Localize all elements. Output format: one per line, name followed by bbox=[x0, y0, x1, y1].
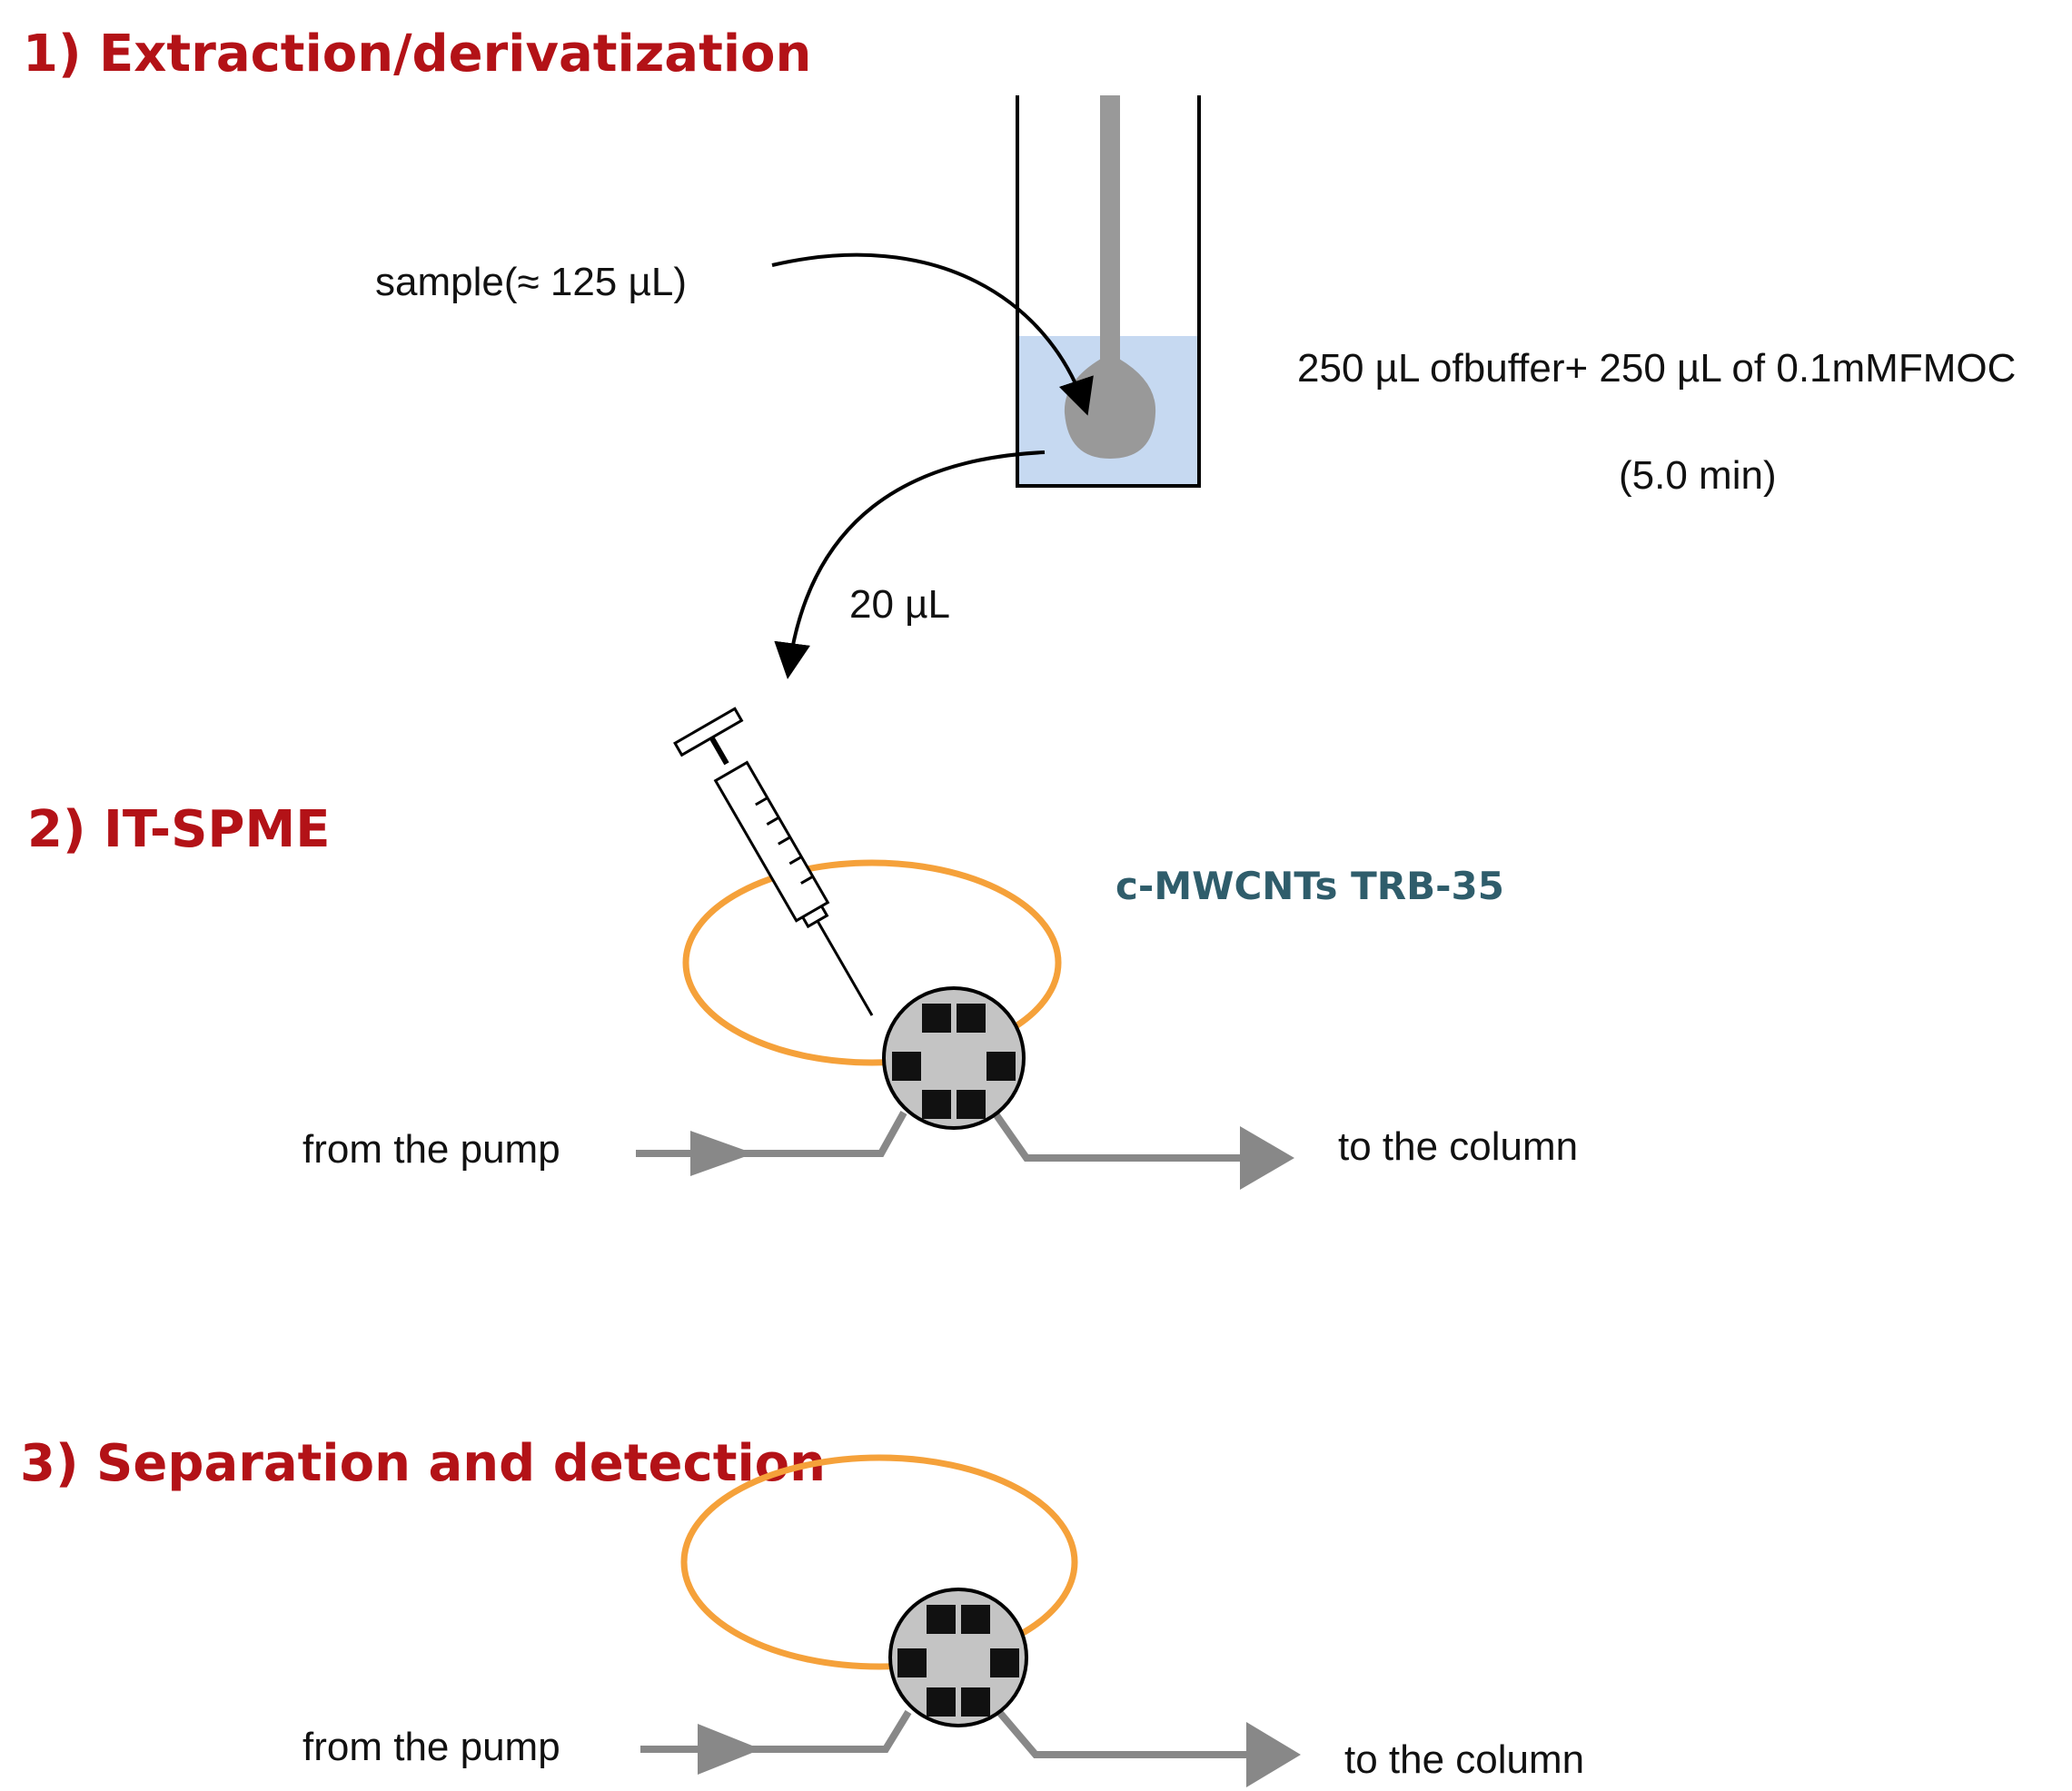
section-heading-extraction: 1) Extraction/derivatization bbox=[23, 25, 811, 84]
injection-valve-inject bbox=[640, 1588, 1301, 1787]
pump-flow-arrow bbox=[698, 1724, 761, 1775]
syringe-plunger-head bbox=[673, 707, 744, 757]
probe-shaft bbox=[1100, 95, 1120, 368]
valve-port bbox=[957, 1004, 986, 1033]
column-label-inject: to the column bbox=[1344, 1737, 1584, 1782]
valve-port bbox=[957, 1090, 986, 1119]
column-flow-arrow bbox=[1240, 1126, 1294, 1190]
injection-valve-load bbox=[636, 986, 1294, 1190]
valve-port bbox=[927, 1687, 956, 1717]
valve-body bbox=[888, 1588, 1028, 1727]
pump-label-load: from the pump bbox=[302, 1127, 560, 1172]
sample-volume-label: sample(≈ 125 µL) bbox=[375, 260, 687, 304]
syringe-needle bbox=[816, 920, 874, 1016]
valve-body bbox=[882, 986, 1026, 1130]
reaction-time-label: (5.0 min) bbox=[1619, 453, 1777, 498]
sample-vial bbox=[1016, 95, 1201, 488]
column-flow-arrow bbox=[1246, 1722, 1301, 1787]
syringe-barrel bbox=[713, 760, 830, 923]
outlet-tubing bbox=[996, 1709, 1263, 1758]
transfer-arrow bbox=[774, 450, 1046, 679]
pump-label-inject: from the pump bbox=[302, 1725, 560, 1769]
inlet-tubing bbox=[636, 1111, 907, 1157]
extraction-loop bbox=[682, 859, 1062, 1066]
valve-port bbox=[961, 1687, 990, 1717]
transfer-volume-label: 20 µL bbox=[849, 582, 950, 627]
inlet-tubing bbox=[640, 1709, 912, 1753]
section-heading-itspme: 2) IT-SPME bbox=[27, 800, 330, 859]
valve-port bbox=[986, 1052, 1016, 1081]
outlet-tubing bbox=[991, 1110, 1254, 1162]
separation-loop bbox=[680, 1454, 1078, 1670]
valve-port bbox=[892, 1052, 921, 1081]
section-heading-separation: 3) Separation and detection bbox=[20, 1434, 826, 1493]
valve-port bbox=[922, 1090, 951, 1119]
extraction-material-label: c-MWCNTs TRB-35 bbox=[1115, 864, 1504, 908]
valve-port bbox=[897, 1648, 927, 1677]
syringe bbox=[673, 707, 874, 1016]
valve-port bbox=[922, 1004, 951, 1033]
reagent-label: 250 µL ofbuffer+ 250 µL of 0.1mMFMOC bbox=[1297, 346, 2016, 391]
valve-port bbox=[961, 1605, 990, 1634]
vial-wall bbox=[1016, 95, 1201, 488]
valve-port bbox=[927, 1605, 956, 1634]
column-label-load: to the column bbox=[1338, 1124, 1578, 1169]
sample-arrow bbox=[771, 252, 1094, 416]
valve-port bbox=[990, 1648, 1019, 1677]
syringe-plunger-rod bbox=[708, 735, 729, 766]
pump-flow-arrow bbox=[690, 1131, 754, 1176]
